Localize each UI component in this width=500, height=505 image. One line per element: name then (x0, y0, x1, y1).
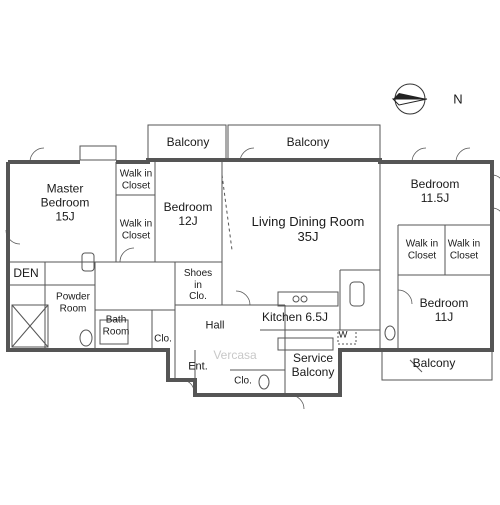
room-den: DEN (13, 266, 39, 281)
room-walk-in-closet-1: Walk in Closet (119, 168, 153, 192)
compass-north-label: N (453, 91, 463, 107)
room-powder-room: Powder Room (56, 291, 90, 315)
watermark: Vercasa (213, 348, 257, 362)
room-walk-in-closet-3: Walk in Closet (405, 238, 439, 262)
room-clo-1: Clo. (154, 333, 172, 345)
room-bedroom-12: Bedroom 12J (163, 200, 213, 228)
room-balcony-3: Balcony (412, 356, 456, 371)
room-walk-in-closet-2: Walk in Closet (119, 218, 153, 242)
room-walk-in-closet-4: Walk in Closet (447, 238, 481, 262)
room-bedroom-11: Bedroom 11J (419, 296, 469, 324)
room-clo-2: Clo. (234, 375, 252, 387)
room-entrance: Ent. (188, 360, 208, 373)
compass-icon (391, 83, 428, 115)
room-balcony-1: Balcony (166, 135, 210, 150)
room-balcony-2: Balcony (286, 135, 330, 150)
bay-window (79, 145, 117, 161)
room-kitchen: Kitchen 6.5J (261, 310, 329, 325)
room-hall: Hall (205, 319, 225, 332)
exterior-wall (6, 158, 494, 397)
room-washer: W (338, 329, 348, 341)
room-living-dining: Living Dining Room 35J (251, 214, 365, 244)
room-shoes-in-closet: Shoes in Clo. (183, 267, 213, 302)
room-master-bedroom: Master Bedroom 15J (40, 181, 90, 223)
room-bedroom-11-5: Bedroom 11.5J (410, 177, 460, 205)
room-bath-room: Bath Room (102, 314, 130, 338)
room-service-balcony: Service Balcony (291, 351, 335, 379)
